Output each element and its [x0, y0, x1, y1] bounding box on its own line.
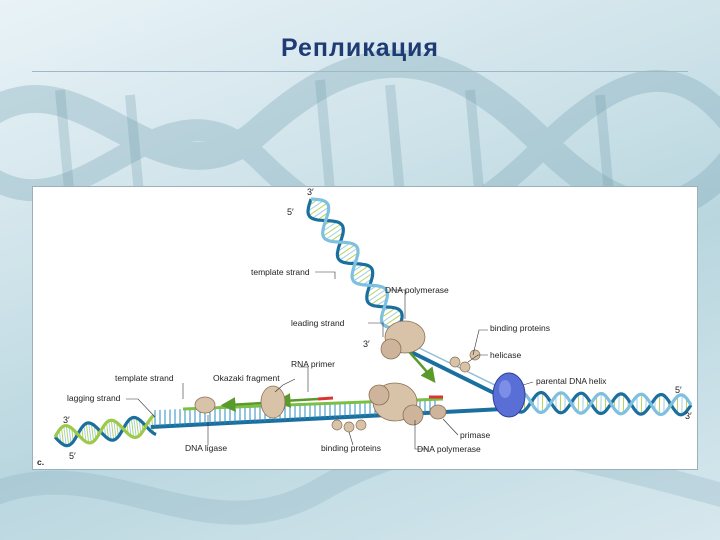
- leading-strand-path: [405, 349, 498, 395]
- helicase-protein: [493, 373, 525, 417]
- base-pair: [323, 224, 341, 236]
- label-left-5: 5′: [69, 451, 76, 461]
- base-pair: [368, 289, 386, 301]
- label-helicase: helicase: [490, 350, 521, 360]
- label-template-strand-top: template strand: [251, 267, 310, 277]
- okazaki-direction-arrow-2: [283, 399, 318, 401]
- base-pair: [89, 423, 91, 443]
- rna-primer-mark: [318, 398, 333, 399]
- figure-panel: 3′ 5′ 3′ 5′ 3′ 3′ 5′ template strand DNA…: [32, 186, 698, 470]
- base-pair: [382, 310, 400, 322]
- base-pair: [131, 418, 133, 437]
- primase-protein: [430, 405, 446, 419]
- dna-replication-diagram: 3′ 5′ 3′ 5′ 3′ 3′ 5′ template strand DNA…: [33, 187, 697, 469]
- label-top-3: 3′: [307, 187, 314, 197]
- base-pair: [86, 423, 88, 442]
- base-pair: [340, 248, 358, 260]
- label-rna-primer: RNA primer: [291, 359, 335, 369]
- label-parental-helix: parental DNA helix: [536, 376, 607, 386]
- base-pair: [66, 426, 68, 446]
- dna-ligase-protein: [195, 397, 215, 413]
- base-pair: [134, 418, 136, 438]
- base-pair: [109, 421, 111, 440]
- label-dna-polymerase-top: DNA polymerase: [385, 285, 449, 295]
- base-pair: [64, 426, 66, 446]
- binding-proteins-right: [450, 350, 480, 372]
- label-dna-polymerase-bottom: DNA polymerase: [417, 444, 481, 454]
- parental-dna-helix: [511, 392, 691, 415]
- okazaki-polymerase-protein: [261, 386, 285, 418]
- binding-proteins-bottom: [332, 420, 366, 432]
- title-divider: [32, 71, 688, 72]
- label-mid-3: 3′: [363, 339, 370, 349]
- label-binding-proteins-bottom: binding proteins: [321, 443, 381, 453]
- label-okazaki-fragment: Okazaki fragment: [213, 373, 280, 383]
- label-left-3: 3′: [63, 415, 70, 425]
- label-lagging-strand: lagging strand: [67, 393, 121, 403]
- base-pair: [309, 203, 327, 215]
- dna-polymerase-bottom-protein: [369, 383, 423, 425]
- base-pair: [111, 420, 113, 440]
- slide-title: Репликация: [0, 34, 720, 63]
- label-template-strand-left: template strand: [115, 373, 174, 383]
- base-pair: [354, 269, 372, 281]
- label-right-5: 5′: [675, 385, 682, 395]
- lagging-end-helix: [55, 416, 156, 446]
- label-leading-strand: leading strand: [291, 318, 345, 328]
- label-dna-ligase: DNA ligase: [185, 443, 227, 453]
- label-right-3: 3′: [685, 411, 692, 421]
- panel-letter: c.: [37, 457, 44, 467]
- label-binding-proteins-right: binding proteins: [490, 323, 550, 333]
- label-top-5: 5′: [287, 207, 294, 217]
- label-primase: primase: [460, 430, 491, 440]
